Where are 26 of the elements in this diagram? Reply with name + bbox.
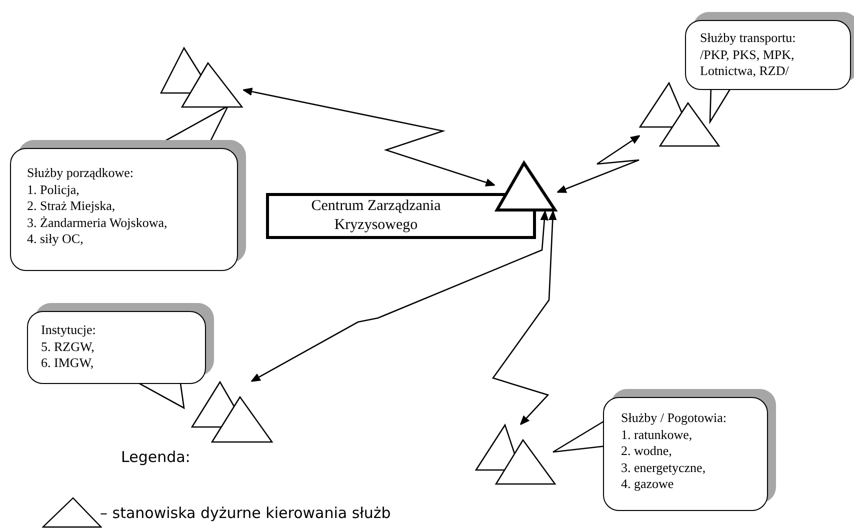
bubble-heading: Służby / Pogotowia: <box>621 410 726 426</box>
list-item: 1. Policja, <box>27 182 80 198</box>
triangle-pair <box>475 424 557 486</box>
triangle-pair <box>191 381 274 444</box>
triangle-pair <box>639 82 721 148</box>
list-item: 3. Żandarmeria Wojskowa, <box>27 214 168 231</box>
bubble-heading: Służby transportu: /PKP, PKS, MPK, Lotnictwa, RZD/ <box>700 30 797 80</box>
list-item: 4. siły OC, <box>27 231 84 248</box>
list-item: 3. energetyczne, <box>621 460 706 476</box>
bubble-heading: Służby porządkowe: <box>27 165 134 182</box>
box-label: Centrum Zarządzania Kryzysowego <box>310 197 442 235</box>
list-item: 2. wodne, <box>621 443 672 460</box>
list-item: 4. gazowe <box>621 476 674 492</box>
zigzag-arrow <box>242 88 496 186</box>
legend-title: Legenda: <box>121 448 190 466</box>
zigzag-arrow <box>250 210 548 382</box>
bubble-heading: Instytucje: <box>41 322 96 338</box>
triangle-marker <box>494 160 558 212</box>
list-item: 2. Straż Miejska, <box>27 198 116 214</box>
triangle-pair <box>160 47 244 109</box>
zigzag-arrow <box>556 135 640 193</box>
zigzag-arrow <box>492 210 557 426</box>
list-item: 5. RZGW, <box>41 338 94 355</box>
legend-text: – stanowiska dyżurne kierowania służb <box>100 504 391 522</box>
list-item: 1. ratunkowe, <box>621 426 692 443</box>
list-item: 6. IMGW, <box>41 355 94 372</box>
